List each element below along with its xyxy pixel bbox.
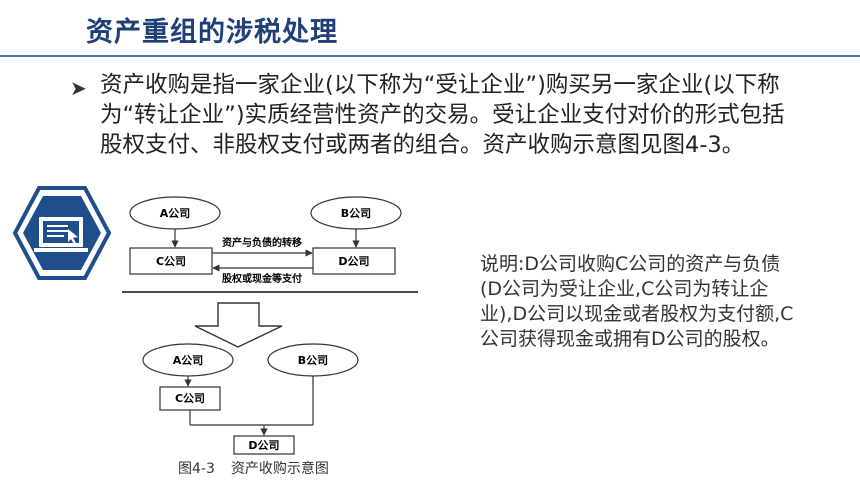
title-divider [0,55,860,57]
bullet-text: 资产收购是指一家企业(以下称为“受让企业”)购买另一家企业(以下称为“转让企业”… [100,72,785,158]
hexagon-computer-icon [12,186,112,280]
explanation-note: 说明:D公司收购C公司的资产与负债(D公司为受让企业,C公司为转让企业),D公司… [480,253,794,350]
flow-label-assets: 资产与负债的转移 [222,236,302,249]
top-b-company: B公司 [341,207,371,220]
bullet-arrow-icon: ➤ [70,76,87,100]
figure-number: 图4-3 [178,461,215,477]
bottom-b-company: B公司 [298,354,328,367]
top-a-company: A公司 [160,207,191,220]
figure-caption: 图4-3 资产收购示意图 [178,458,345,478]
asset-acquisition-diagram: A公司 B公司 C公司 D公司 资产与负债的转移 股权或现金等支付 A公司 B公… [122,196,418,455]
bottom-a-company: A公司 [173,354,204,367]
top-c-company: C公司 [156,255,186,268]
slide-title: 资产重组的涉税处理 [86,17,338,48]
bottom-d-company: D公司 [248,439,279,452]
bottom-c-company: C公司 [175,392,205,405]
flow-label-payment: 股权或现金等支付 [222,272,302,285]
figure-title: 资产收购示意图 [230,461,329,477]
top-d-company: D公司 [338,255,369,268]
